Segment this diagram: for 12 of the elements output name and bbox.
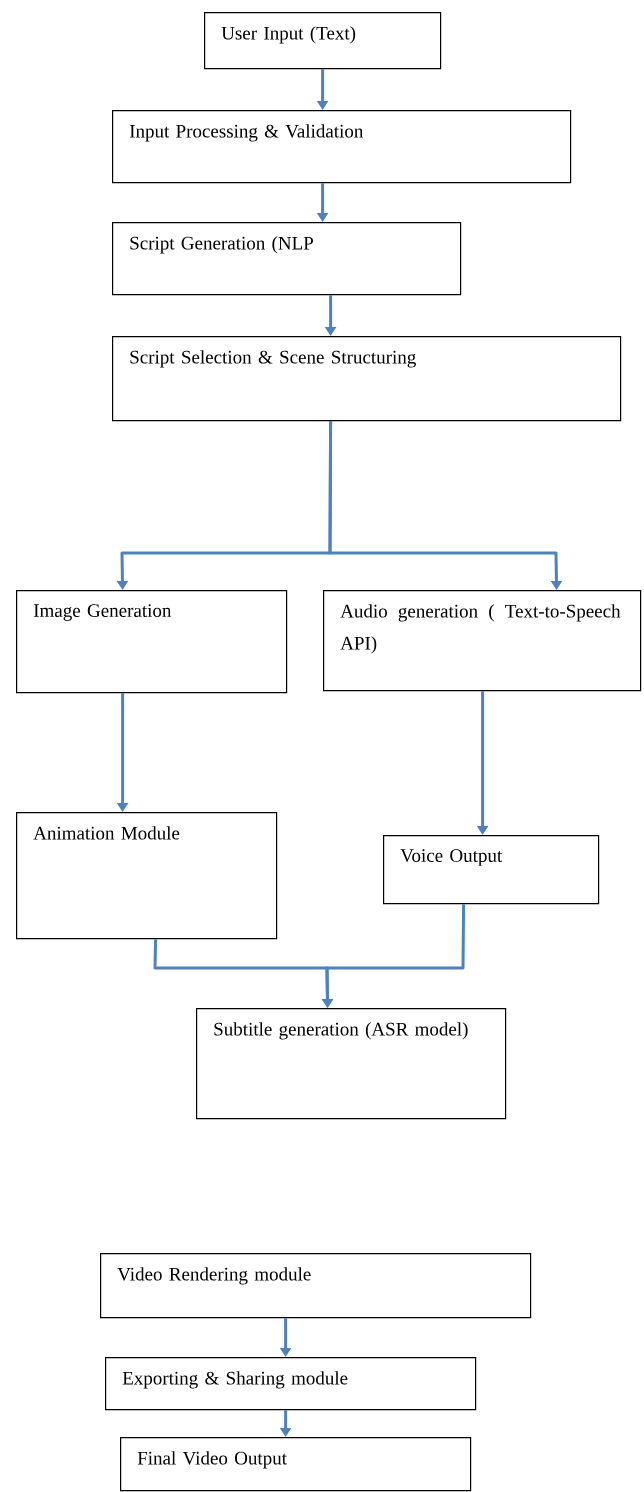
process-box: User Input (Text) xyxy=(204,12,442,70)
process-box: Input Processing & Validation xyxy=(112,110,572,184)
process-box: Voice Output xyxy=(383,835,600,905)
process-box: Script Selection & Scene Structuring xyxy=(112,336,622,422)
process-box: Exporting & Sharing module xyxy=(105,1357,477,1411)
process-box: Audio generation ( Text-to-Speech API) xyxy=(323,590,642,692)
process-box: Script Generation (NLP xyxy=(112,222,462,296)
process-box: Final Video Output xyxy=(120,1437,472,1492)
process-box: Animation Module xyxy=(16,812,278,940)
process-box: Video Rendering module xyxy=(100,1253,532,1319)
process-box: Subtitle generation (ASR model) xyxy=(196,1008,507,1120)
process-box: Image Generation xyxy=(16,590,288,694)
